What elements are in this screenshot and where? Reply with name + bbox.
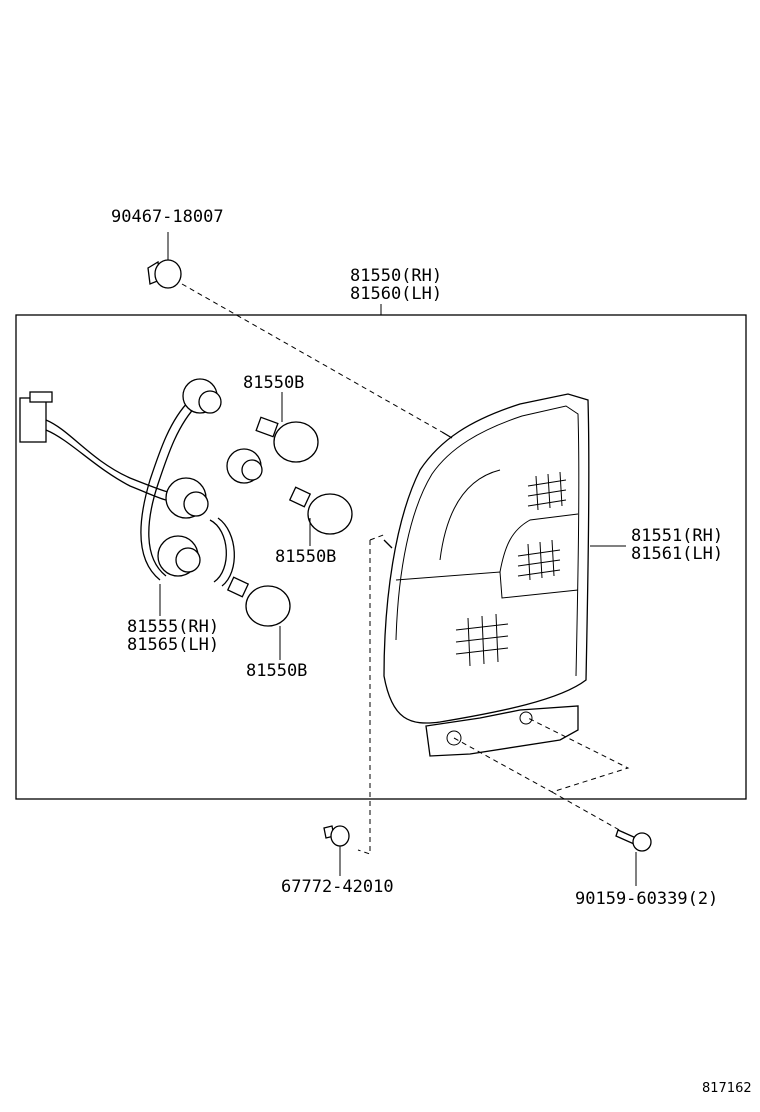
label-lens-rh: 81551(RH) bbox=[631, 526, 723, 546]
clip-top-dash bbox=[181, 283, 443, 433]
label-lens-lh: 81561(LH) bbox=[631, 544, 723, 564]
screw-dash bbox=[453, 717, 630, 793]
label-lamp-assy-rh: 81550(RH) bbox=[350, 266, 442, 286]
screw-dash-2 bbox=[551, 791, 631, 837]
screw-part bbox=[615, 829, 652, 852]
label-bulb-3: 81550B bbox=[246, 661, 307, 681]
clip-bottom-dash bbox=[357, 540, 371, 855]
label-screw: 90159-60339(2) bbox=[575, 889, 718, 909]
label-bulb-2: 81550B bbox=[275, 547, 336, 567]
label-socket-lh: 81565(LH) bbox=[127, 635, 219, 655]
clip-bottom-dash-2 bbox=[369, 533, 387, 541]
bulb-1-part bbox=[255, 416, 319, 463]
socket-harness-part bbox=[19, 378, 263, 587]
label-socket-rh: 81555(RH) bbox=[127, 617, 219, 637]
label-clip-top: 90467-18007 bbox=[111, 207, 224, 227]
bulb-3-part bbox=[226, 576, 291, 627]
clip-bottom-part bbox=[323, 825, 350, 847]
bulb-2-part bbox=[288, 486, 353, 535]
lamp-lens-part bbox=[383, 393, 590, 757]
label-lamp-assy-lh: 81560(LH) bbox=[350, 284, 442, 304]
diagram-id: 817162 bbox=[702, 1081, 752, 1096]
label-clip-bottom: 67772-42010 bbox=[281, 877, 394, 897]
clip-top-part bbox=[147, 232, 182, 289]
label-bulb-1: 81550B bbox=[243, 373, 304, 393]
